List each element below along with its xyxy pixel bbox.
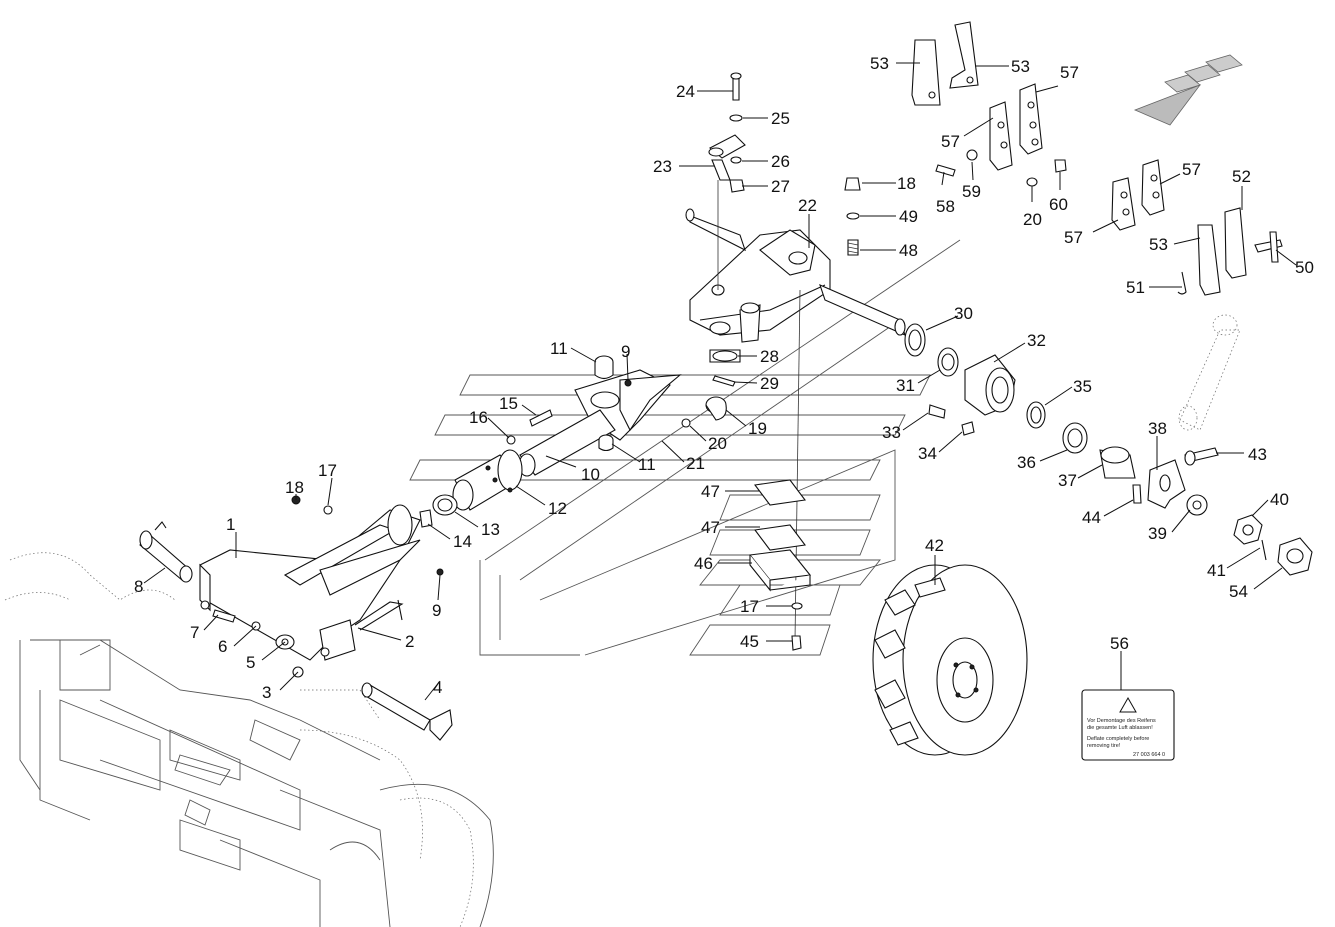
callout-6: 6 [218, 637, 227, 656]
callout-40: 40 [1270, 490, 1289, 509]
callout-25: 25 [771, 109, 790, 128]
callout-30: 30 [954, 304, 973, 323]
callout-38: 38 [1148, 419, 1167, 438]
callout-41: 41 [1207, 561, 1226, 580]
callout-57-b: 57 [941, 132, 960, 151]
callout-37: 37 [1058, 471, 1077, 490]
warning-line-3: Deflate completely before [1087, 736, 1149, 742]
callout-11-upper: 11 [550, 339, 568, 358]
callout-21: 21 [686, 454, 705, 473]
callout-47-lower: 47 [701, 518, 720, 537]
callout-14: 14 [453, 532, 472, 551]
callout-labels: 1 2 3 4 5 6 7 8 9 9 10 11 11 12 13 14 15… [134, 54, 1314, 702]
direction-arrow-icon [1133, 54, 1243, 126]
leader-lines [143, 62, 1297, 701]
callout-18-left: 18 [285, 478, 304, 497]
callout-59: 59 [962, 182, 981, 201]
callout-9-upper: 9 [621, 342, 630, 361]
callout-60: 60 [1049, 195, 1068, 214]
callout-1: 1 [226, 515, 235, 534]
callout-34: 34 [918, 444, 937, 463]
callout-42: 42 [925, 536, 944, 555]
hardware-top-center [708, 72, 746, 290]
callout-54: 54 [1229, 582, 1248, 601]
callout-10: 10 [581, 465, 600, 484]
callout-24: 24 [676, 82, 695, 101]
callout-56: 56 [1110, 634, 1129, 653]
callout-17-left: 17 [318, 461, 337, 480]
callout-47-upper: 47 [701, 482, 720, 501]
callout-35: 35 [1073, 377, 1092, 396]
hub-and-bearings [904, 323, 1136, 479]
callout-53-c: 53 [1149, 235, 1168, 254]
callout-29: 29 [760, 374, 779, 393]
callout-48: 48 [899, 241, 918, 260]
callout-3: 3 [262, 683, 271, 702]
background-frame-lines [409, 239, 961, 656]
callout-49: 49 [899, 207, 918, 226]
callout-7: 7 [190, 623, 199, 642]
callout-58: 58 [936, 197, 955, 216]
axle-housing [685, 208, 906, 343]
callout-19: 19 [748, 419, 767, 438]
callout-13: 13 [481, 520, 500, 539]
callout-12: 12 [548, 499, 567, 518]
callout-50: 50 [1295, 258, 1314, 277]
warning-part-number: 27 003 664 0 [1133, 752, 1165, 758]
brackets-top-right [911, 21, 1283, 296]
callout-44: 44 [1082, 508, 1101, 527]
warning-line-4: removing tire! [1087, 743, 1121, 749]
callout-16: 16 [469, 408, 488, 427]
callout-22: 22 [798, 196, 817, 215]
callout-45: 45 [740, 632, 759, 651]
callout-43: 43 [1248, 445, 1267, 464]
callout-32: 32 [1027, 331, 1046, 350]
warning-line-1: Vor Demontage des Reifens [1087, 718, 1156, 724]
callout-52: 52 [1232, 167, 1251, 186]
callout-31: 31 [896, 376, 915, 395]
callout-9-lower: 9 [432, 601, 441, 620]
callout-46: 46 [694, 554, 713, 573]
callout-28: 28 [760, 347, 779, 366]
tractor-chassis-ghost [4, 552, 494, 927]
callout-17-pads: 17 [740, 597, 759, 616]
callout-8: 8 [134, 577, 143, 596]
warning-line-2: die gesamte Luft ablassen! [1087, 725, 1153, 731]
callout-51: 51 [1126, 278, 1145, 297]
callout-23: 23 [653, 157, 672, 176]
callout-15: 15 [499, 394, 518, 413]
callout-20-right: 20 [1023, 210, 1042, 229]
warning-decal: Vor Demontage des Reifens die gesamte Lu… [1081, 689, 1175, 761]
pads [748, 479, 812, 651]
callout-5: 5 [246, 653, 255, 672]
steering-arm [1132, 314, 1313, 576]
callout-2: 2 [405, 632, 414, 651]
callout-27: 27 [771, 177, 790, 196]
callout-39: 39 [1148, 524, 1167, 543]
tube-and-bushings [419, 409, 553, 528]
callout-57-c: 57 [1182, 160, 1201, 179]
callout-26: 26 [771, 152, 790, 171]
callout-18-top: 18 [897, 174, 916, 193]
callout-33: 33 [882, 423, 901, 442]
pivot-assembly [518, 349, 741, 477]
callout-11-lower: 11 [638, 455, 656, 474]
callout-36: 36 [1017, 453, 1036, 472]
wheel [872, 564, 1028, 756]
callout-20-center: 20 [708, 434, 727, 453]
callout-4: 4 [433, 678, 442, 697]
callout-57-d: 57 [1064, 228, 1083, 247]
callout-53-a: 53 [870, 54, 889, 73]
callout-57-a: 57 [1060, 63, 1079, 82]
callout-53-b: 53 [1011, 57, 1030, 76]
